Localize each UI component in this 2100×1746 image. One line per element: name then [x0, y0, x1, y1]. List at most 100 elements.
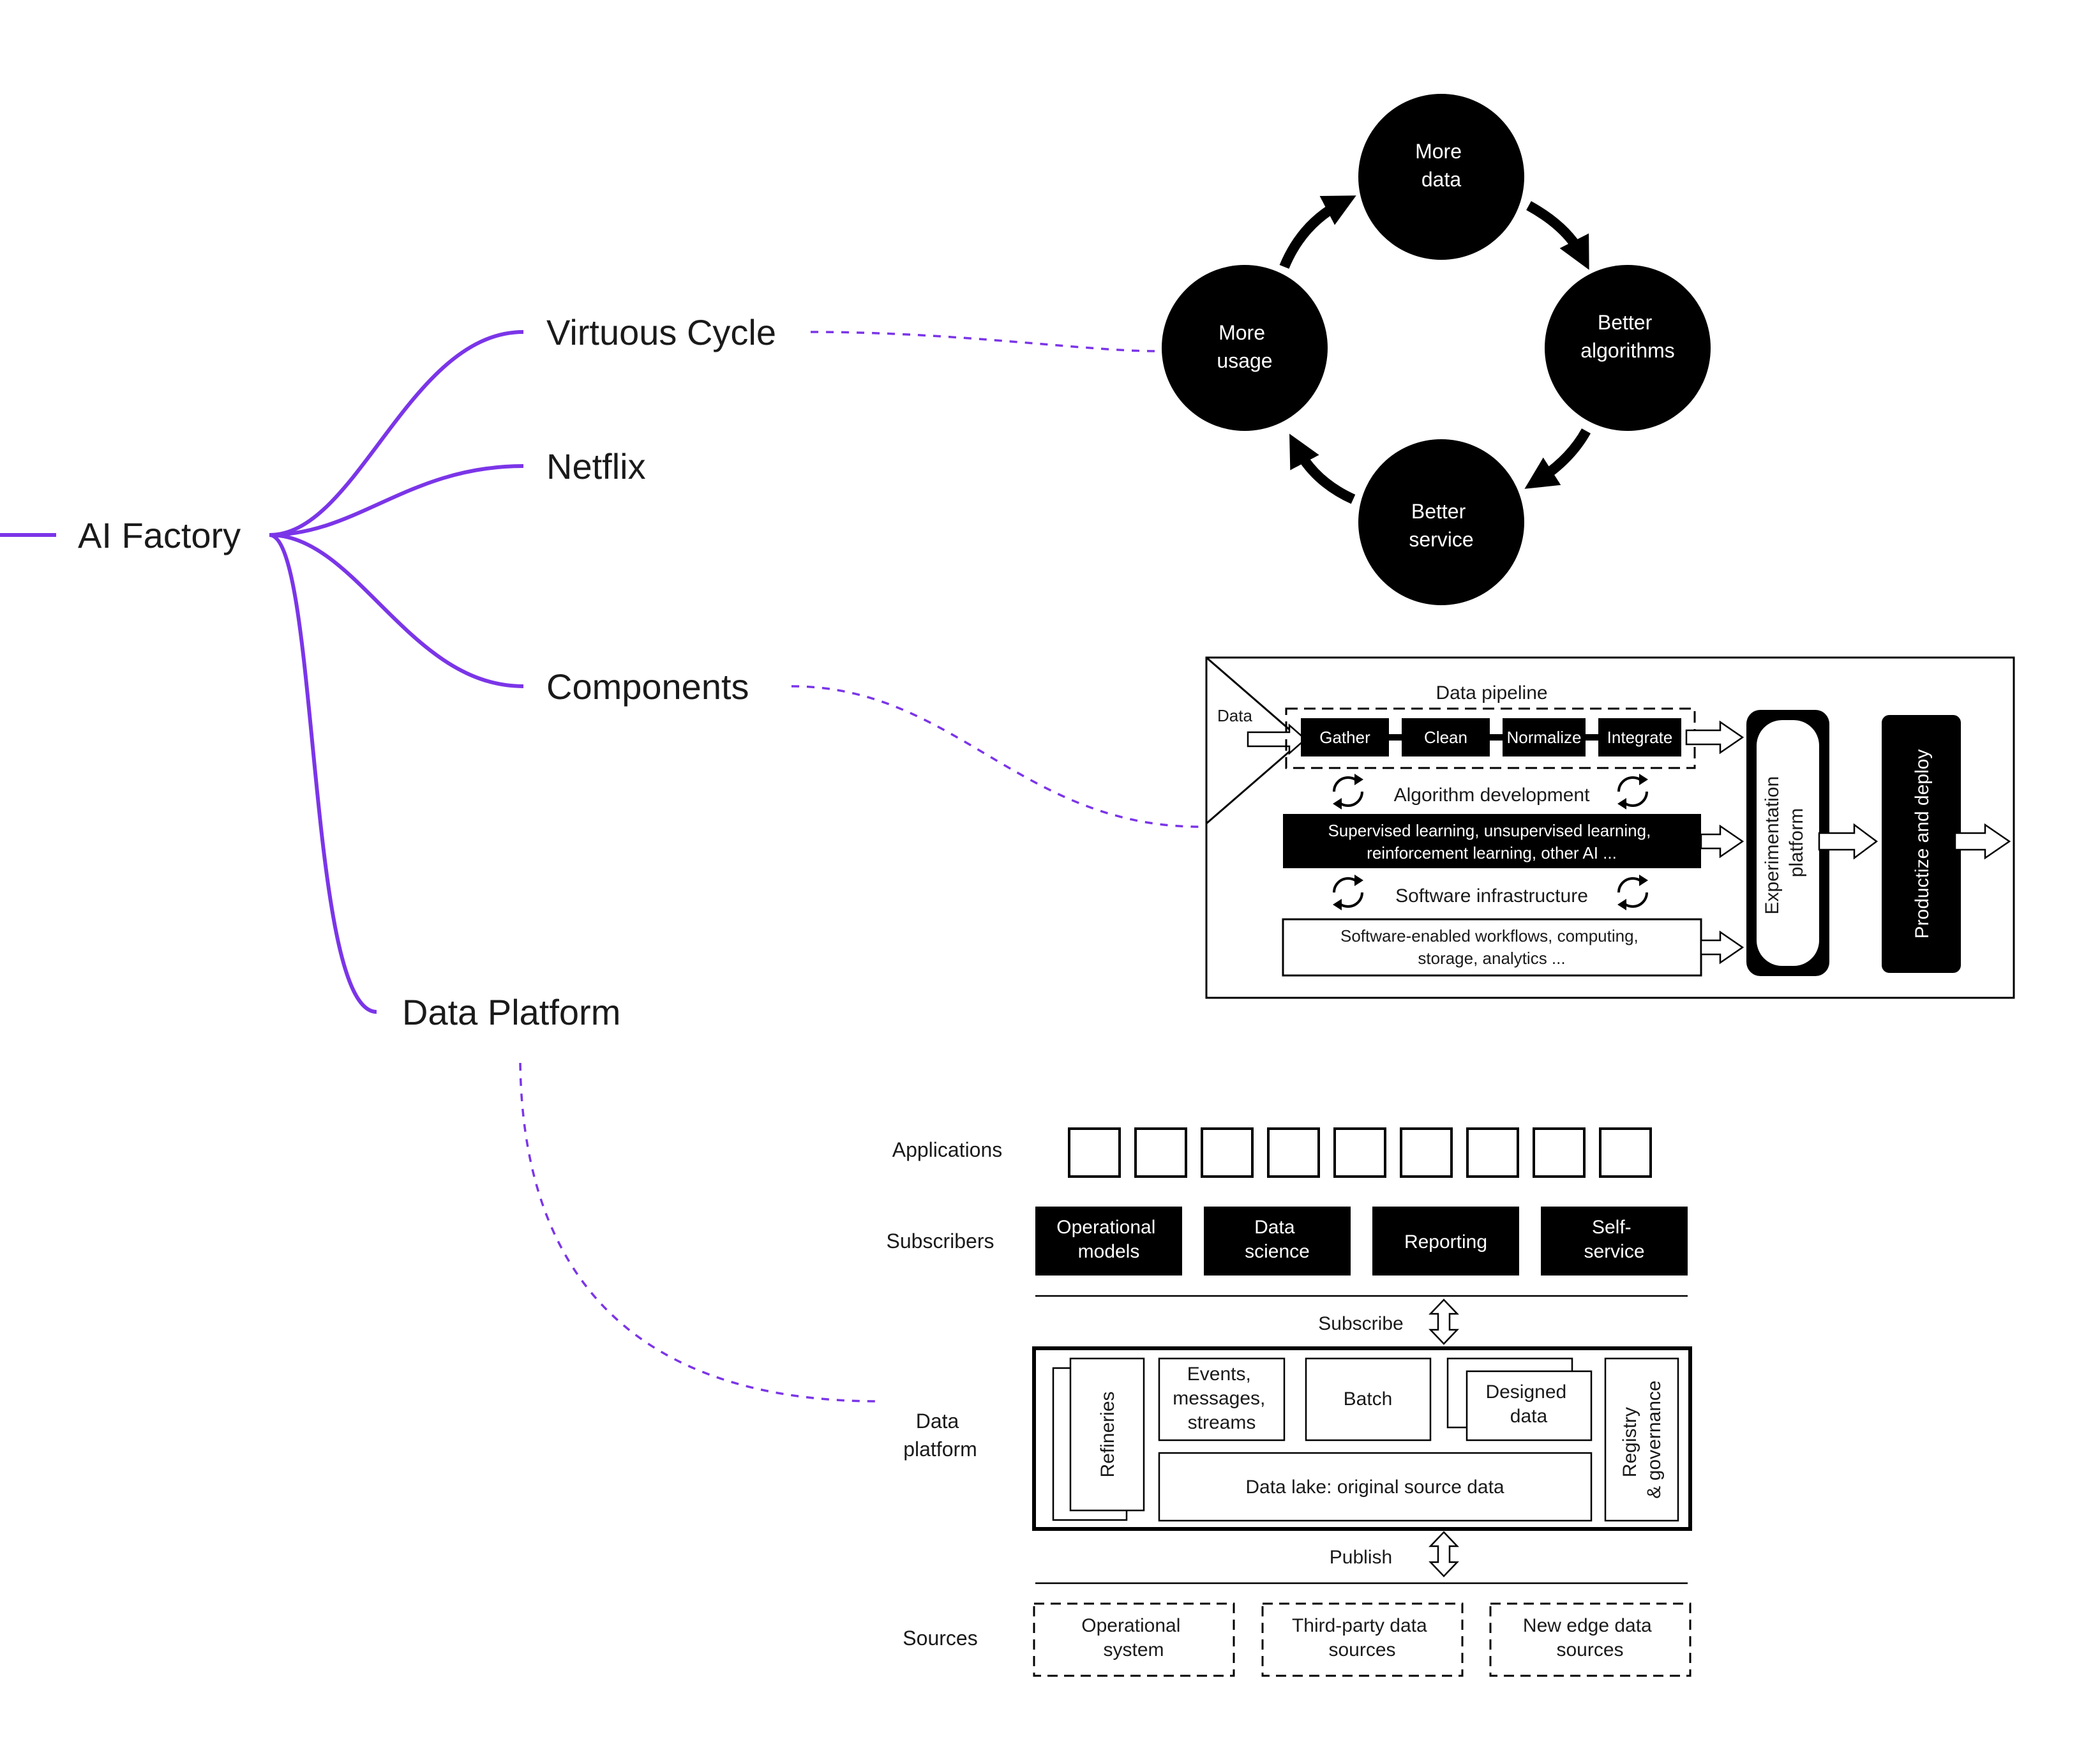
edge-netflix [269, 464, 524, 537]
source-operational-system [1033, 1602, 1235, 1677]
designed-data-box [1466, 1370, 1593, 1441]
branch-netflix[interactable]: Netflix [546, 446, 646, 486]
pipeline-step-integrate [1598, 718, 1681, 756]
publish-label: Publish [1330, 1547, 1392, 1568]
subscriber-data-science [1204, 1207, 1351, 1276]
bidirectional-arrow-icon [1429, 1531, 1459, 1577]
pipeline-step-label: Gather [1319, 728, 1370, 747]
branch-data-platform[interactable]: Data Platform [402, 992, 620, 1032]
subscriber-operational-models [1035, 1207, 1182, 1276]
productize-deploy-label: Productize and deploy [1912, 749, 1933, 939]
software-box [1282, 918, 1702, 977]
data-platform-diagram: Applications Subscribers Operational mod… [887, 1127, 1692, 1677]
application-box [1267, 1127, 1320, 1178]
experimentation-output-arrow [1818, 823, 1879, 860]
cycle-arrow [1289, 433, 1356, 504]
registry-governance-label: Registry & governance [1619, 1380, 1665, 1498]
virtuous-cycle-diagram: More data Better algorithms Better servi… [1162, 94, 1711, 605]
events-box [1158, 1357, 1286, 1441]
cycle-node-label: Better service [1409, 500, 1473, 551]
software-box-text: Software-enabled workflows, computing, s… [1340, 926, 1643, 968]
cycle-node-more-usage [1162, 265, 1328, 431]
deploy-output-arrow [1954, 823, 2011, 860]
pipeline-connector [1586, 734, 1598, 741]
row-label-applications: Applications [892, 1138, 1003, 1161]
pipeline-output-arrow [1685, 720, 1744, 755]
cycle-node-label: More usage [1217, 321, 1272, 372]
data-lake-box [1158, 1452, 1593, 1522]
subscriber-self-service [1541, 1207, 1688, 1276]
experimentation-label: Experimentation platform [1762, 771, 1807, 914]
pipeline-step-label: Clean [1424, 728, 1467, 747]
pipeline-connector [1389, 734, 1402, 741]
events-label: Events, messages, streams [1173, 1364, 1270, 1433]
edge-data-platform [269, 533, 377, 1014]
cycle-node-label: Better algorithms [1580, 311, 1675, 362]
link-components [791, 685, 1207, 828]
productize-deploy-box [1882, 715, 1961, 973]
refresh-icon [1333, 774, 1363, 809]
row-label-sources: Sources [903, 1627, 977, 1650]
mindmap: AI Factory Virtuous Cycle Netflix Compon… [0, 312, 1207, 1403]
pipeline-title: Data pipeline [1436, 682, 1547, 704]
link-data-platform [519, 1062, 878, 1403]
designed-data-label: Designed data [1485, 1381, 1571, 1427]
cycle-node-better-service [1358, 439, 1524, 605]
software-output-arrow [1700, 930, 1744, 965]
batch-box [1305, 1357, 1432, 1441]
edge-components [269, 533, 524, 688]
application-box [1533, 1127, 1586, 1178]
algorithm-output-arrow [1700, 824, 1744, 859]
edge-virtuous-cycle [269, 330, 524, 537]
application-box [1599, 1127, 1652, 1178]
branch-virtuous-cycle[interactable]: Virtuous Cycle [546, 312, 776, 352]
experimentation-platform-inner [1757, 720, 1819, 966]
bidirectional-arrow-icon [1429, 1298, 1459, 1345]
application-box [1201, 1127, 1254, 1178]
cycle-arrow [1526, 200, 1589, 270]
components-diagram: Data Data pipeline Gather Clean Normaliz… [1205, 656, 2015, 999]
data-lake-label: Data lake: original source data [1245, 1477, 1504, 1498]
source-third-party [1261, 1602, 1464, 1677]
source-new-edge [1489, 1602, 1691, 1677]
batch-label: Batch [1344, 1389, 1393, 1410]
components-data-label: Data [1217, 706, 1252, 725]
algorithm-title: Algorithm development [1394, 785, 1590, 806]
pipeline-step-clean [1402, 718, 1490, 756]
application-box [1400, 1127, 1453, 1178]
source-label: Third-party data sources [1292, 1615, 1432, 1660]
root-node-ai-factory[interactable]: AI Factory [78, 515, 241, 555]
source-label: New edge data sources [1523, 1615, 1657, 1660]
pipeline-step-label: Integrate [1607, 728, 1673, 747]
cycle-arrow [1279, 195, 1356, 269]
branch-components[interactable]: Components [546, 666, 749, 707]
algorithm-box-text: Supervised learning, unsupervised learni… [1328, 821, 1655, 862]
row-label-subscribers: Subscribers [887, 1230, 994, 1253]
subscriber-label: Reporting [1404, 1231, 1487, 1253]
subscribe-label: Subscribe [1318, 1313, 1403, 1334]
cycle-node-label: More data [1415, 140, 1467, 191]
source-label: Operational system [1081, 1615, 1185, 1660]
application-box [1333, 1127, 1386, 1178]
refresh-icon [1617, 774, 1648, 809]
subscriber-reporting [1372, 1207, 1519, 1276]
application-box [1068, 1127, 1121, 1178]
refresh-icon [1333, 875, 1363, 910]
application-box [1466, 1127, 1519, 1178]
application-box [1134, 1127, 1187, 1178]
cycle-node-more-data [1358, 94, 1524, 260]
pipeline-step-gather [1301, 718, 1389, 756]
pipeline-step-label: Normalize [1506, 728, 1581, 747]
row-label-data-platform: Data platform [903, 1410, 977, 1461]
input-arrow [1247, 723, 1307, 755]
cycle-arrow [1524, 428, 1591, 489]
cycle-node-better-algorithms [1545, 265, 1711, 431]
refineries-label: Refineries [1097, 1391, 1118, 1477]
refineries-box [1069, 1357, 1145, 1512]
registry-governance-box [1604, 1357, 1679, 1522]
software-title: Software infrastructure [1395, 885, 1588, 907]
algorithm-box [1283, 814, 1701, 868]
subscriber-label: Data science [1245, 1217, 1310, 1262]
pipeline-connector [1490, 734, 1503, 741]
